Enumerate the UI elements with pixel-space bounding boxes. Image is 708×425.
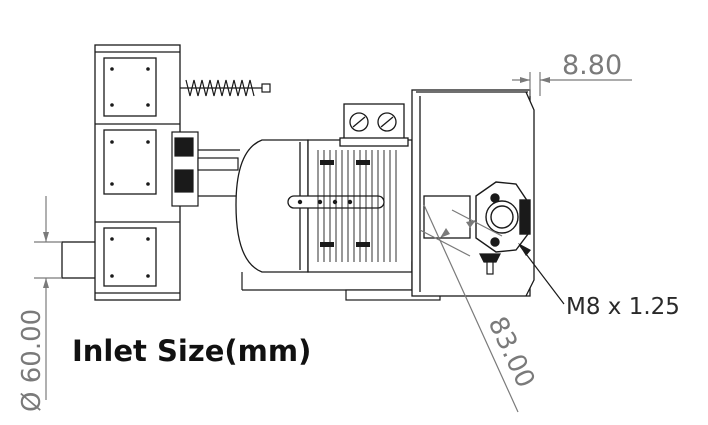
connector-block (171, 131, 240, 207)
terminal-box (339, 103, 409, 147)
housing-screws (110, 67, 150, 278)
exhaust-flange (475, 181, 531, 253)
spring-rod (180, 79, 271, 97)
valve-fitting (479, 253, 501, 275)
dimension-diameter-label: Ø 60.00 (17, 309, 47, 412)
inlet-size-title: Inlet Size(mm) (72, 334, 311, 368)
thread-leader (519, 245, 565, 305)
dimension-8-80-label: 8.80 (562, 50, 622, 81)
dimension-8-80-arrows (520, 77, 550, 83)
thread-leader-arrow (518, 243, 531, 256)
thread-callout-label: M8 x 1.25 (566, 294, 680, 320)
motor-feet (297, 160, 370, 247)
filter-housing (94, 44, 181, 301)
dimension-diameter-arrows (43, 232, 49, 288)
dimension-diagonal-arrows (440, 220, 476, 238)
dimension-diagonal-lines (419, 204, 519, 413)
